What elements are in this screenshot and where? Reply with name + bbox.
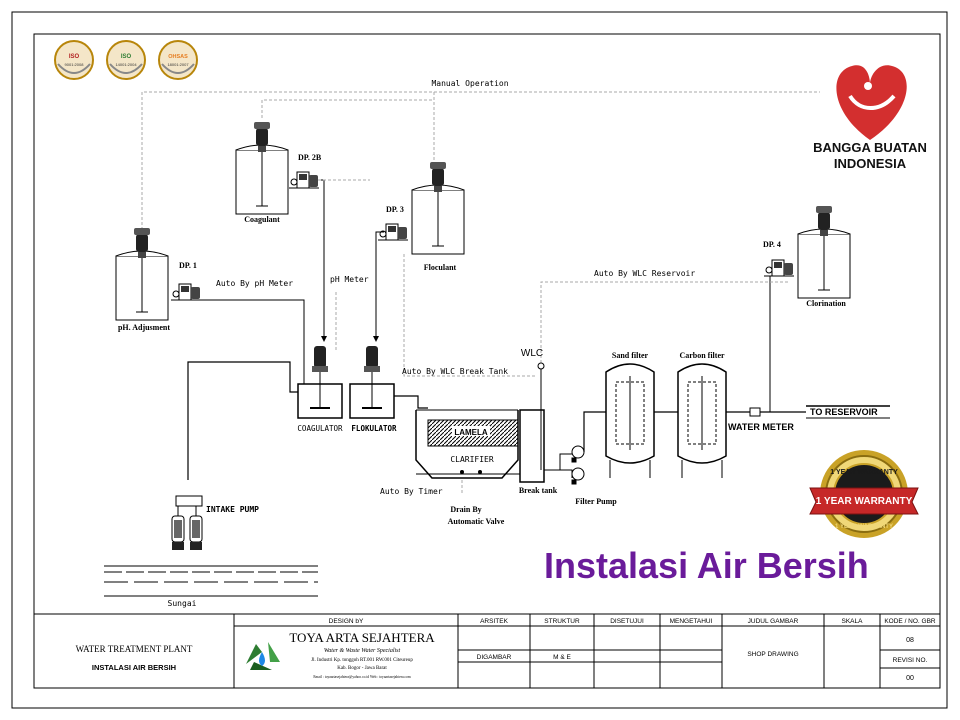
sand-filter-label: Sand filter (612, 351, 649, 360)
warranty-seal: 1 YEAR WARRANTY 1 YEAR WARRANTY 1 YEAR W… (809, 450, 919, 538)
judul-gambar-label: JUDUL GAMBAR (748, 618, 799, 625)
brand-text: INDONESIA (834, 156, 907, 171)
break-tank-label: Break tank (519, 486, 558, 495)
inner-border (33, 33, 941, 689)
kode-label: KODE / NO. GBR (884, 618, 936, 625)
automatic-valve-label: Automatic Valve (448, 517, 505, 526)
flokulator-label: FLOKULATOR (351, 424, 397, 433)
ph-adjustment-tank (115, 227, 169, 321)
coagulator-label: COAGULATOR (297, 424, 343, 433)
clarifier (415, 409, 528, 479)
company-address: Jl. Industri Kp. tonggoh RT.001 RW.001 C… (311, 658, 413, 663)
clorination-label: Clorination (806, 299, 846, 308)
warranty-text: 1 YEAR WARRANTY (830, 469, 898, 476)
filter-pumps (544, 445, 585, 485)
company-name: TOYA ARTA SEJAHTERA (289, 630, 435, 645)
coagulant-tank (235, 121, 289, 215)
floculant-tank (411, 161, 465, 255)
company-tagline: Water & Waste Water Specialist (324, 648, 401, 654)
wlc-label: WLC (521, 348, 543, 359)
arsitek-label: ARSITEK (480, 618, 508, 625)
project-subtitle: INSTALASI AIR BERSIH (92, 663, 176, 672)
intake-pump (171, 495, 203, 550)
badge-text: ISO (69, 54, 80, 60)
me-label: M & E (553, 654, 571, 661)
dp3-label: DP. 3 (386, 205, 404, 214)
digambar-label: DIGAMBAR (477, 654, 512, 661)
title-block (34, 613, 940, 688)
control-lines (318, 179, 790, 494)
badge-text: OHSAS (168, 54, 188, 60)
lamela-label: LAMELA (454, 428, 488, 437)
company-address: Kab. Bogor - Jawa Barat (337, 666, 387, 671)
to-reservoir-label: TO RESERVOIR (810, 407, 878, 417)
certification-badges: ISO 9001:2008 ISO 14001:2004 OHSAS 18001… (54, 40, 198, 80)
badge-text: 14001:2004 (115, 62, 137, 67)
disetujui-label: DISETUJUI (610, 618, 644, 625)
floculant-label: Floculant (424, 263, 457, 272)
manual-operation-lines (141, 91, 820, 250)
intake-pipe (187, 361, 428, 480)
flokulator (349, 346, 395, 419)
dosing-pump-4 (763, 259, 795, 277)
ohsas-badge: OHSAS 18001:2007 (158, 40, 198, 80)
brand-text: BANGGA BUATAN (813, 140, 927, 155)
revisi-label: REVISI NO. (893, 657, 928, 664)
revisi-value: 00 (906, 675, 914, 682)
clarifier-label: CLARIFIER (450, 455, 494, 464)
heart-icon (836, 65, 907, 140)
mengetahui-label: MENGETAHUI (670, 618, 713, 625)
warranty-text: 1 YEAR WARRANTY (835, 524, 893, 530)
coagulant-label: Coagulant (244, 215, 280, 224)
dosing-pump-2b (288, 171, 320, 189)
water-meter-label: WATER METER (728, 422, 794, 432)
skala-label: SKALA (842, 618, 864, 625)
struktur-label: STRUKTUR (544, 618, 580, 625)
auto-timer-label: Auto By Timer (380, 487, 443, 496)
badge-text: 18001:2007 (167, 62, 189, 67)
iso-14001-badge: ISO 14001:2004 (106, 40, 146, 80)
badge-text: 9001:2008 (65, 62, 85, 67)
carbon-filter (677, 363, 727, 478)
warranty-ribbon-text: 1 YEAR WARRANTY (816, 496, 913, 507)
ph-meter-label: pH Meter (330, 275, 369, 284)
dp4-label: DP. 4 (763, 240, 781, 249)
project-title: WATER TREATMENT PLANT (76, 644, 193, 654)
headline: Instalasi Air Bersih (544, 545, 869, 586)
drain-by-label: Drain By (450, 505, 481, 514)
river-label: Sungai (168, 599, 197, 608)
shop-drawing-label: SHOP DRAWING (747, 651, 798, 658)
badge-text: ISO (121, 54, 132, 60)
river (104, 565, 318, 597)
recycle-logo-icon (246, 642, 280, 670)
water-meter (749, 407, 761, 417)
ph-adjustment-label: pH. Adjusment (118, 323, 170, 332)
sand-filter (605, 363, 655, 478)
carbon-filter-label: Carbon filter (679, 351, 725, 360)
auto-wlc-break-label: Auto By WLC Break Tank (402, 367, 508, 376)
break-tank (519, 362, 545, 483)
intake-pump-label: INTAKE PUMP (206, 505, 259, 514)
design-by-label: DESIGN bY (329, 618, 364, 625)
company-email: Email : toyaartasejahtera@yahoo.co.id We… (313, 675, 411, 679)
manual-operation-label: Manual Operation (431, 79, 508, 88)
iso-9001-badge: ISO 9001:2008 (54, 40, 94, 80)
clorination-tank (797, 205, 851, 299)
filter-pump-label: Filter Pump (575, 497, 617, 506)
coagulator (297, 346, 343, 419)
dp2b-label: DP. 2B (298, 153, 322, 162)
bangga-buatan-logo: BANGGA BUATAN INDONESIA (813, 65, 927, 171)
filter-piping (583, 411, 806, 452)
auto-wlc-reservoir-label: Auto By WLC Reservoir (594, 269, 695, 278)
dosing-pump-1 (170, 283, 202, 301)
dp1-label: DP. 1 (179, 261, 197, 270)
auto-ph-label: Auto By pH Meter (216, 279, 293, 288)
kode-value: 08 (906, 637, 914, 644)
outer-border (11, 11, 948, 709)
